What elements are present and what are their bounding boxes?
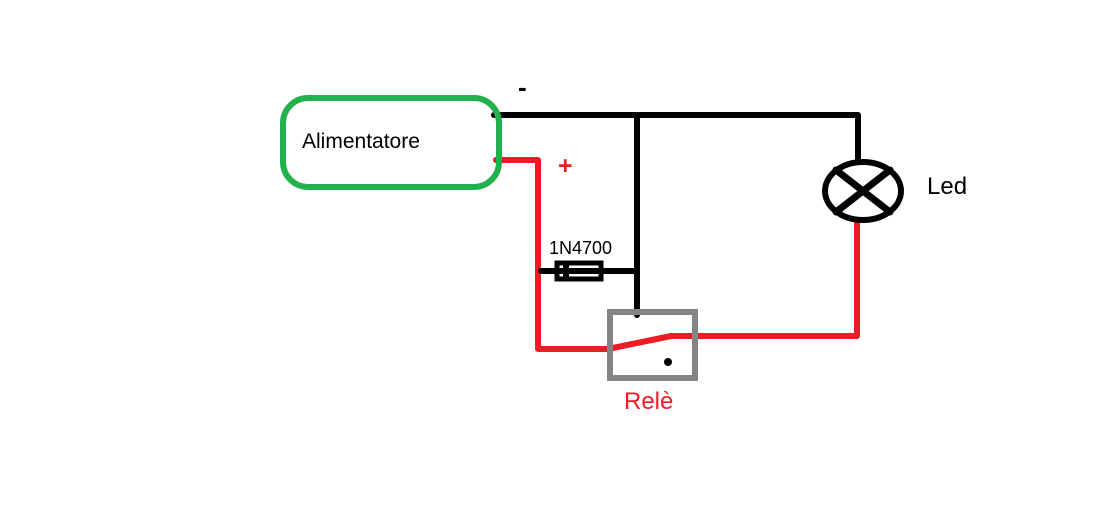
negative-terminal-label: - (518, 72, 527, 102)
relay-label: Relè (624, 388, 674, 415)
diode-body (554, 260, 604, 282)
positive-wire-relay-to-led (668, 218, 860, 339)
led-symbol (822, 159, 904, 223)
led-circle (822, 159, 904, 223)
power-supply-label: Alimentatore (302, 130, 420, 153)
power-supply-box (280, 95, 502, 190)
relay-box (607, 309, 698, 381)
positive-terminal-label: + (558, 152, 573, 180)
led-cross-line-2 (832, 166, 894, 216)
relay-symbol (607, 309, 698, 381)
negative-wire-group (491, 112, 861, 318)
diode-symbol (538, 260, 640, 282)
relay-switch-lever (605, 333, 674, 352)
diode-cathode-band (563, 265, 569, 277)
positive-wire-group (493, 157, 860, 352)
diode-label: 1N4700 (549, 238, 613, 258)
led-label: Led (927, 173, 968, 200)
negative-wire-supply-to-led (491, 112, 861, 165)
relay-contact-dot (664, 358, 672, 366)
positive-wire-supply-to-relay (493, 157, 611, 352)
